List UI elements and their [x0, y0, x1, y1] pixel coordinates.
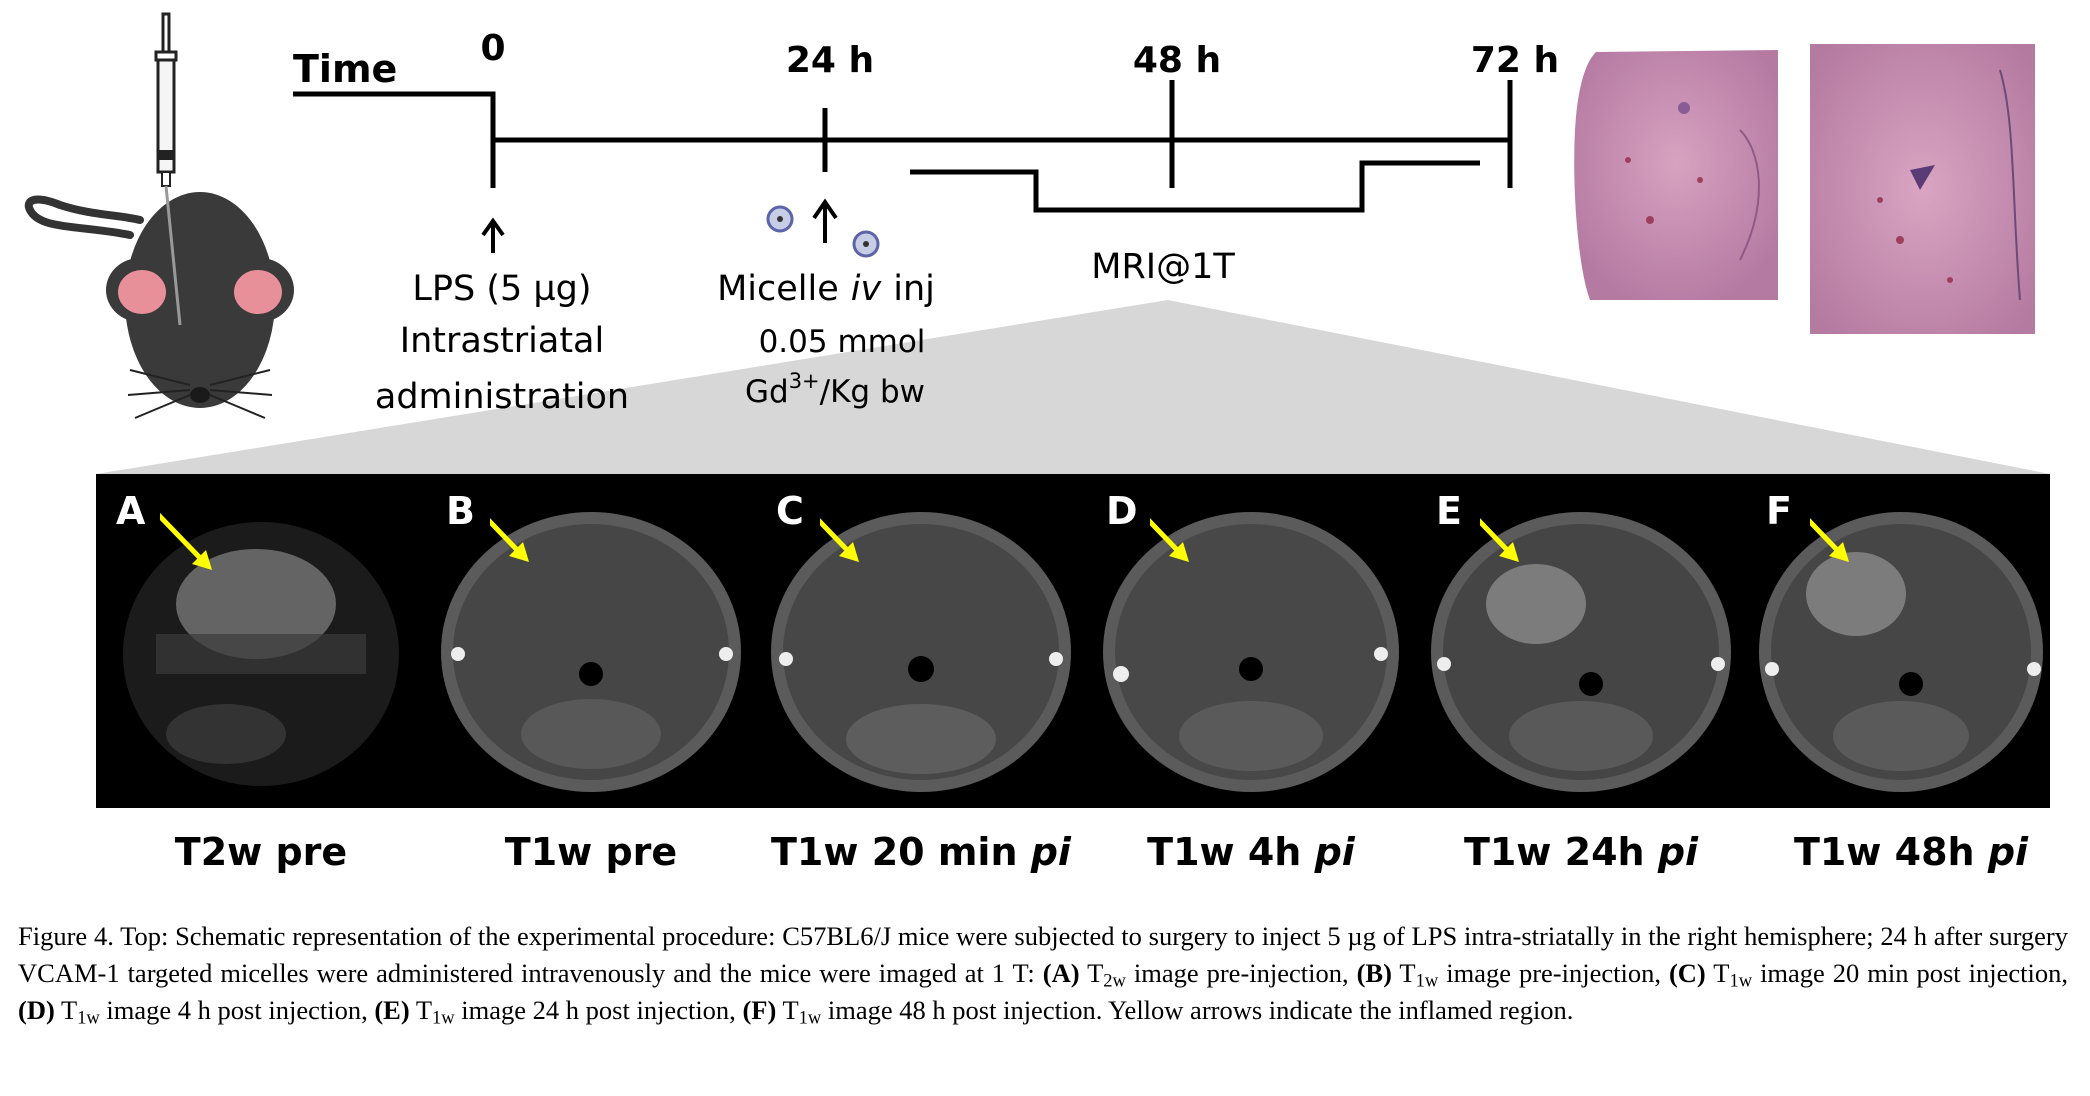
mri-step-line: [910, 160, 1480, 213]
histology-image-zoom: [1810, 44, 2035, 334]
time-axis-step: [293, 91, 496, 140]
mri-panel-d: D: [1086, 474, 1416, 808]
lps-label-line1: LPS (5 µg): [412, 269, 591, 309]
lps-label-line2: Intrastriatal: [400, 321, 604, 361]
panel-label-a: A: [110, 488, 160, 534]
mri-image-f: [1759, 500, 2043, 792]
mri-image-d: [1103, 500, 1399, 792]
projection-cone: [96, 300, 2050, 474]
mri-image-e: [1431, 500, 1731, 792]
mri-label: MRI@1T: [1091, 247, 1235, 287]
panel-caption-f: T1w 48h pi: [1793, 830, 2029, 874]
mri-panel-c: C: [756, 474, 1086, 808]
mri-panel-f: F: [1746, 474, 2050, 808]
panel-caption-e: T1w 24h pi: [1463, 830, 1699, 874]
histology-image-overview: [1574, 50, 1778, 300]
tick-label-72h: 72 h: [1471, 40, 1559, 81]
figure-caption: Figure 4. Top: Schematic representation …: [18, 921, 2068, 1029]
mri-image-a: [123, 500, 399, 786]
lps-arrow-icon: [481, 217, 505, 253]
time-label: Time: [293, 47, 397, 91]
syringe-icon: [154, 12, 182, 326]
lps-label-line3: administration: [375, 377, 629, 417]
tick-label-0: 0: [480, 28, 505, 69]
mri-panel-e: E: [1416, 474, 1746, 808]
panel-label-f: F: [1760, 488, 1810, 534]
dose-line1: 0.05 mmol: [759, 324, 926, 360]
timeline: [293, 80, 1513, 213]
mri-panel-a: A: [96, 474, 426, 808]
mouse-illustration: [24, 192, 294, 419]
mri-image-b: [441, 500, 741, 792]
experimental-schematic: Time 0 24 h 48 h 72 h LPS (5 µg) Intrast…: [24, 12, 2050, 474]
mri-image-c: [771, 500, 1071, 792]
panel-label-d: D: [1100, 488, 1150, 534]
tick-label-48h: 48 h: [1133, 40, 1221, 81]
micelle-icon: [766, 205, 880, 258]
panel-label-e: E: [1430, 488, 1480, 534]
panel-caption-b: T1w pre: [504, 830, 678, 874]
panel-caption-c: T1w 20 min pi: [771, 830, 1071, 874]
tick-label-24h: 24 h: [786, 40, 874, 81]
panel-label-b: B: [440, 488, 490, 534]
panel-label-c: C: [770, 488, 820, 534]
panel-caption-a: T2w pre: [174, 830, 348, 874]
panel-caption-d: T1w 4h pi: [1147, 830, 1355, 874]
mri-panel-b: B: [426, 474, 756, 808]
dose-line2: Gd3+/Kg bw: [745, 369, 925, 410]
micelle-arrow-icon: [812, 198, 838, 243]
